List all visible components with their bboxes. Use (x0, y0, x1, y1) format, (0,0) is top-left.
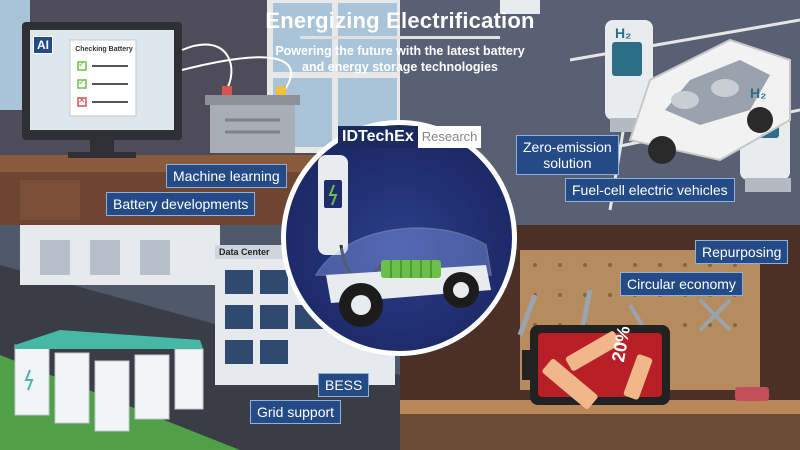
tag-circular-economy: Circular economy (620, 272, 743, 296)
cross-icon: ✕ (78, 95, 86, 105)
header: Energizing Electrification Powering the … (250, 8, 550, 75)
tag-zero-emission-line2: solution (543, 155, 592, 171)
idtechex-logo: IDTechEx Research (338, 126, 482, 148)
tag-bess: BESS (318, 373, 370, 397)
central-ev-circle (281, 120, 517, 356)
tag-zero-emission: Zero-emission solution (516, 135, 619, 175)
title-underline (300, 36, 500, 39)
tag-repurposing: Repurposing (695, 240, 789, 264)
tag-machine-learning: Machine learning (166, 164, 287, 188)
subtitle-line-1: Powering the future with the latest batt… (275, 44, 525, 58)
tag-zero-emission-line1: Zero-emission (523, 139, 612, 155)
logo-division: Research (417, 126, 482, 148)
h2-label-right: H₂ (750, 85, 767, 101)
tag-grid-support: Grid support (250, 400, 342, 424)
tag-fuel-cell-vehicles: Fuel-cell electric vehicles (565, 178, 735, 202)
ai-badge: AI (33, 36, 53, 54)
check-icon-1: ✓ (78, 59, 86, 69)
ev-chassis-illustration (314, 155, 492, 327)
logo-brand: IDTechEx (338, 126, 418, 148)
check-icon-2: ✓ (78, 77, 86, 87)
data-center-sign: Data Center (219, 247, 270, 257)
page-title: Energizing Electrification (265, 8, 535, 33)
subtitle-line-2: and energy storage technologies (302, 60, 498, 74)
checklist-title: Checking Battery (75, 46, 133, 53)
h2-label-left: H₂ (615, 25, 632, 41)
tag-battery-developments: Battery developments (106, 192, 256, 216)
